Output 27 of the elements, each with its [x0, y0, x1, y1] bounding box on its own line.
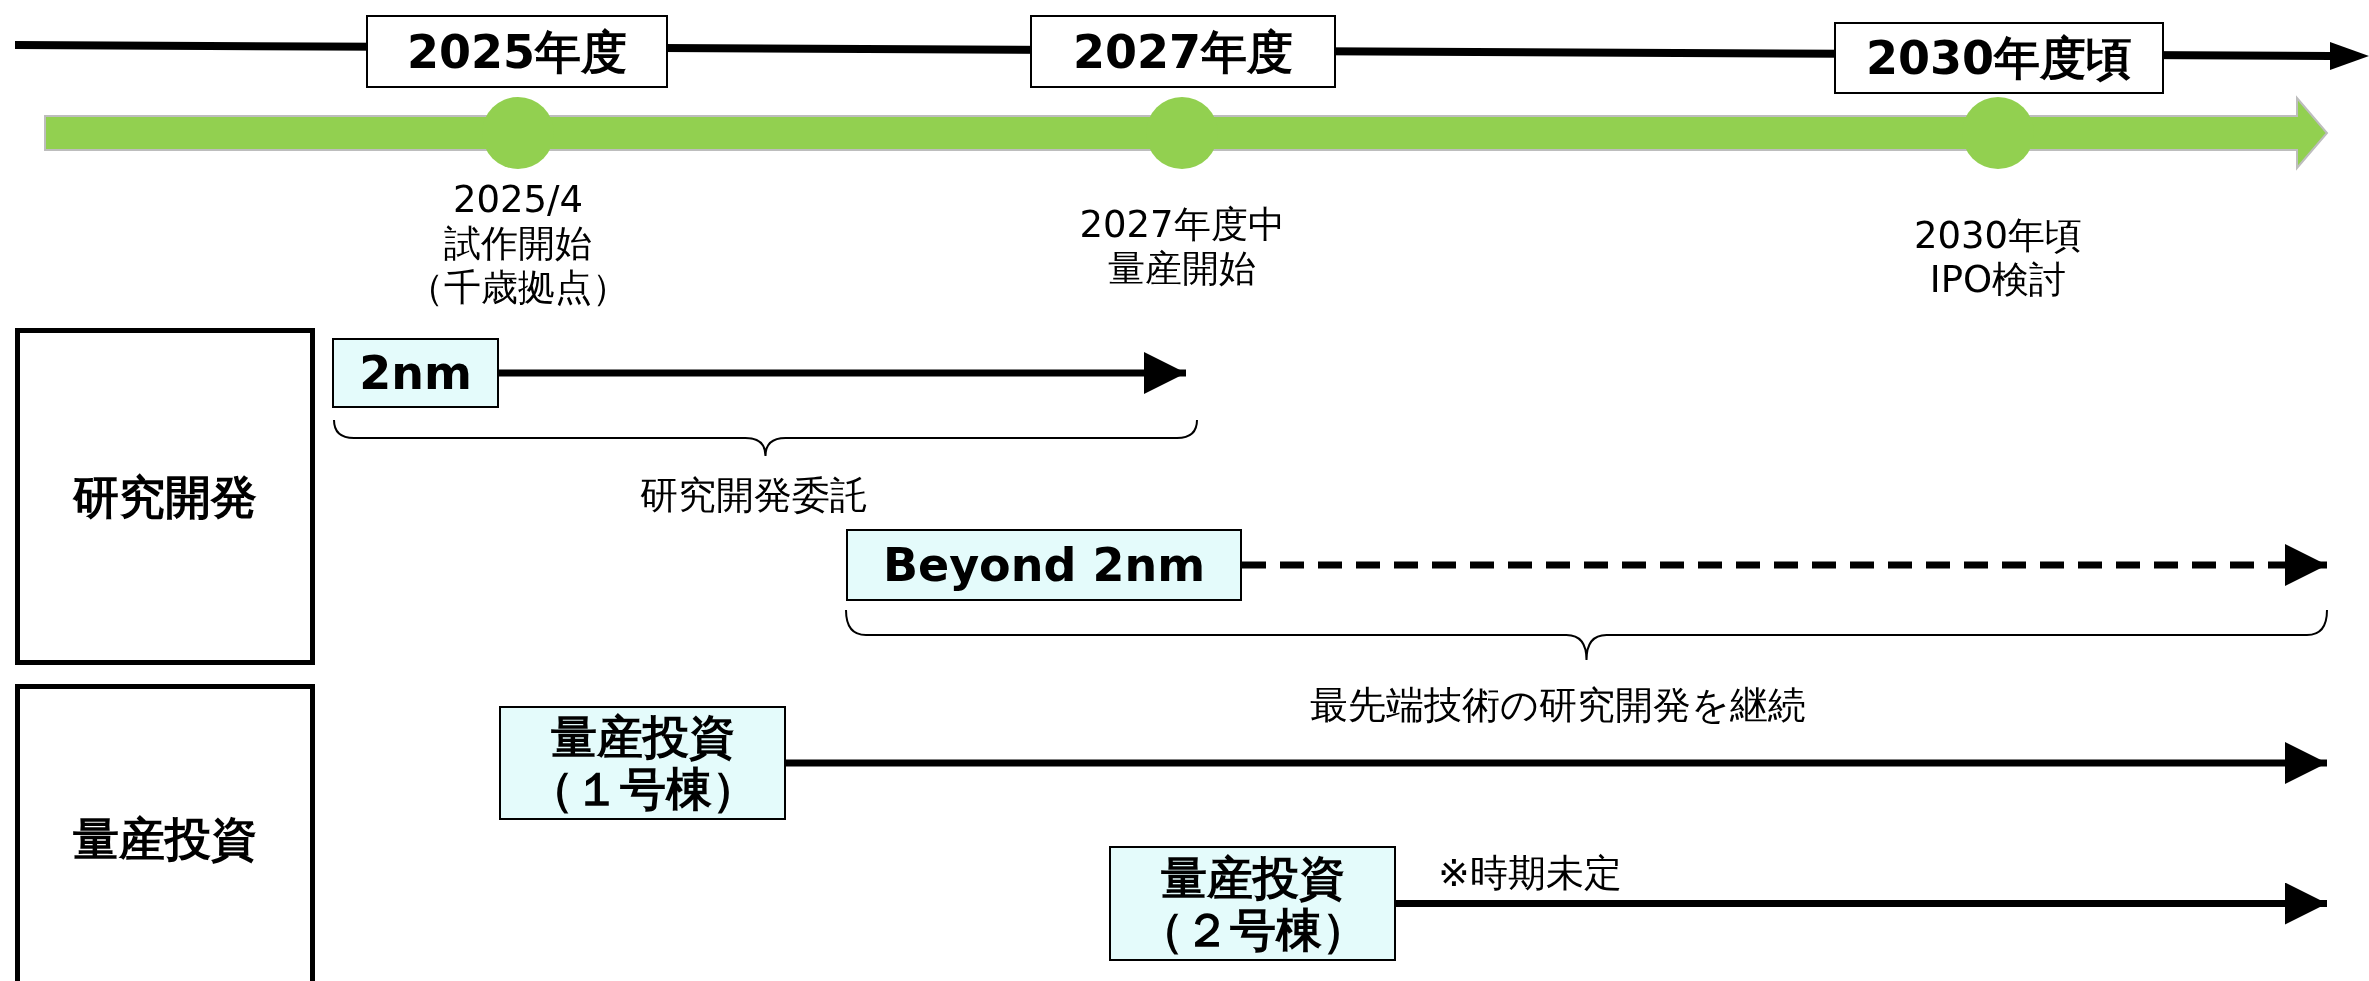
item-label: Beyond 2nm	[882, 539, 1206, 591]
year-label: 2025年度	[407, 25, 627, 78]
milestone-note: 2025/4 試作開始 （千歳拠点）	[407, 178, 629, 310]
year-box	[1030, 15, 1336, 88]
item-box	[499, 706, 786, 820]
year-label: 2030年度頃	[1866, 32, 2132, 84]
item-label: 2nm	[359, 347, 472, 399]
item-label: 量産投資（２号棟）	[1136, 851, 1369, 956]
note-text: ※時期未定	[1438, 850, 1622, 897]
item-box	[846, 529, 1242, 601]
item-label: 量産投資（１号棟）	[526, 711, 759, 815]
row-header-label: 研究開発	[73, 470, 257, 523]
arrow	[786, 742, 2327, 784]
row-header-label: 量産投資	[73, 813, 257, 865]
item-box	[332, 338, 499, 408]
arrow	[499, 352, 1186, 394]
row-header-box	[15, 684, 315, 981]
milestone-note: 2027年度中 量産開始	[1079, 203, 1285, 291]
milestone-note: 2030年頃 IPO検討	[1913, 214, 2083, 302]
year-box	[366, 15, 668, 88]
arrow	[1396, 882, 2327, 925]
note-text: 最先端技術の研究開発を継続	[1310, 682, 1806, 729]
row-header-box	[15, 328, 315, 665]
year-box	[1834, 22, 2164, 94]
item-box	[1109, 846, 1396, 961]
note-text: 研究開発委託	[640, 472, 868, 519]
year-label: 2027年度	[1073, 25, 1293, 78]
